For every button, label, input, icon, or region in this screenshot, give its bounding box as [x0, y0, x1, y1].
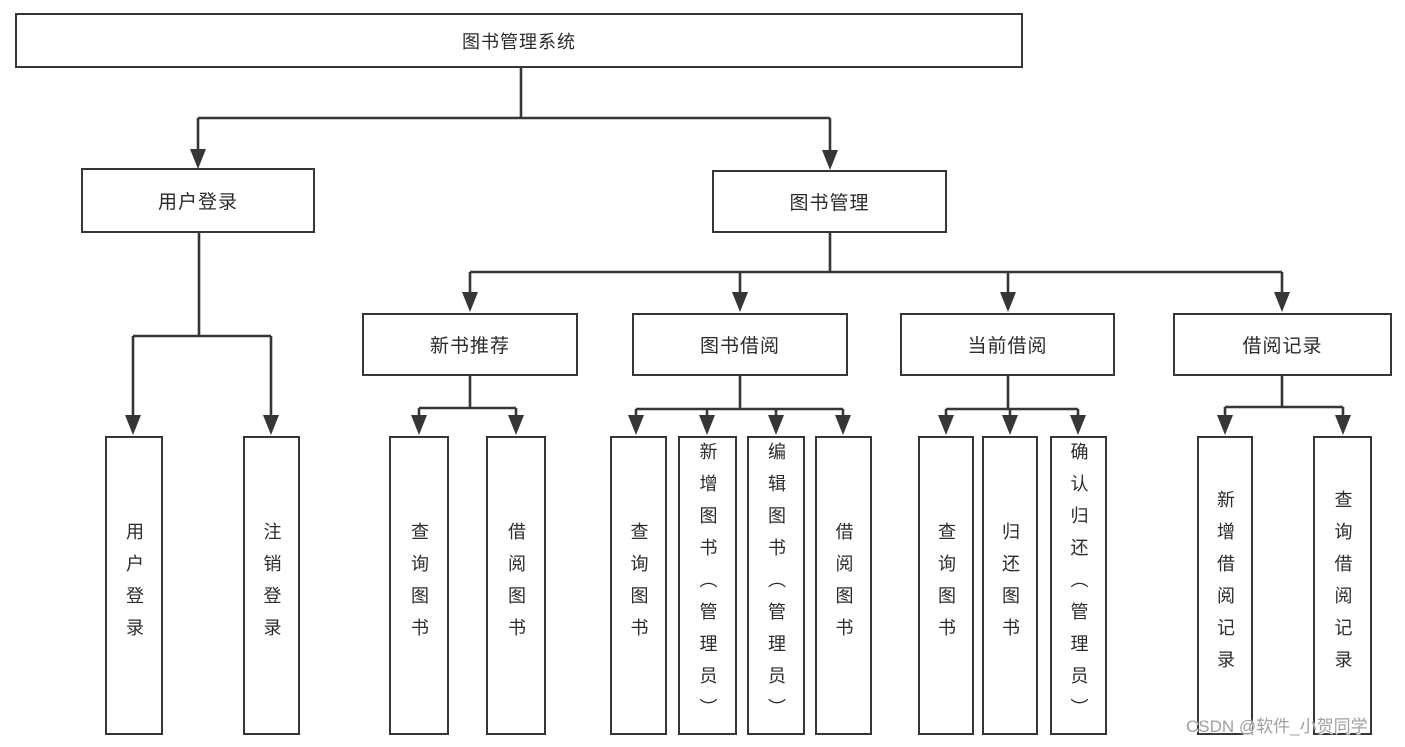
- leaf-query-borrow-record: 查询借阅记录: [1313, 436, 1372, 735]
- leaf-user-login: 用户登录: [105, 436, 163, 735]
- leaf-label: 新增借阅记录: [1215, 489, 1235, 682]
- node-label: 用户登录: [157, 192, 238, 213]
- node-label: 新书推荐: [429, 336, 510, 357]
- leaf-label: 查询图书: [409, 521, 429, 650]
- node-label: 借阅记录: [1242, 336, 1323, 357]
- connector-borrow-records: [1217, 376, 1351, 435]
- leaf-label: 查询借阅记录: [1332, 489, 1353, 682]
- node-book-borrow: 图书借阅: [632, 313, 848, 376]
- leaf-add-book-admin: 新增图书（管理员）: [678, 436, 737, 735]
- leaf-label: 确认归还（管理员）: [1068, 441, 1089, 730]
- leaf-label: 查询图书: [936, 521, 956, 650]
- connector-user-login: [125, 233, 279, 435]
- node-label: 图书管理: [789, 193, 870, 214]
- leaf-query-book-current: 查询图书: [918, 436, 974, 735]
- leaf-label: 借阅图书: [506, 521, 526, 650]
- node-label: 当前借阅: [967, 336, 1048, 357]
- connector-book-management: [462, 233, 1290, 312]
- csdn-watermark: CSDN @软件_小贺同学: [1186, 717, 1368, 736]
- leaf-return-book: 归还图书: [982, 436, 1038, 735]
- node-book-management: 图书管理: [712, 170, 947, 233]
- leaf-query-book-recommend: 查询图书: [389, 436, 449, 735]
- node-current-borrow: 当前借阅: [900, 313, 1115, 376]
- leaf-add-borrow-record: 新增借阅记录: [1197, 436, 1253, 735]
- node-borrow-records: 借阅记录: [1173, 313, 1392, 376]
- leaf-label: 借阅图书: [833, 521, 854, 650]
- connector-book-borrow: [628, 376, 851, 435]
- leaf-confirm-return-admin: 确认归还（管理员）: [1050, 436, 1107, 735]
- leaf-label: 查询图书: [628, 521, 649, 650]
- connector-new-book-recommend: [411, 376, 524, 435]
- leaf-label: 编辑图书（管理员）: [766, 441, 786, 730]
- leaf-borrow-book: 借阅图书: [815, 436, 872, 735]
- leaf-edit-book-admin: 编辑图书（管理员）: [747, 436, 805, 735]
- node-library-management-system: 图书管理系统: [15, 13, 1023, 68]
- leaf-label: 注销登录: [261, 521, 282, 650]
- node-label: 图书借阅: [699, 336, 780, 357]
- node-user-login: 用户登录: [81, 168, 315, 233]
- leaf-query-book-borrow: 查询图书: [610, 436, 667, 735]
- node-new-book-recommend: 新书推荐: [362, 313, 578, 376]
- node-label: 图书管理系统: [462, 31, 576, 52]
- connector-current-borrow: [938, 376, 1086, 435]
- leaf-label: 归还图书: [1000, 521, 1020, 650]
- leaf-borrow-book-recommend: 借阅图书: [486, 436, 546, 735]
- leaf-label: 新增图书（管理员）: [697, 441, 718, 730]
- leaf-logout: 注销登录: [243, 436, 300, 735]
- connector-root: [190, 68, 838, 170]
- leaf-label: 用户登录: [124, 521, 144, 650]
